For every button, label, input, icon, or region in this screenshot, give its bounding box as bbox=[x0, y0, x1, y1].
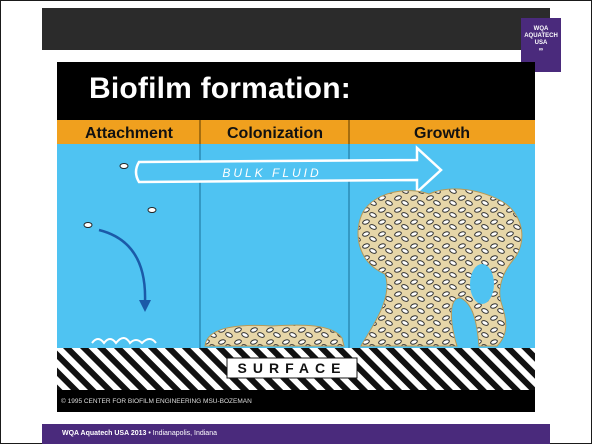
footer-bar: WQA Aquatech USA 2013 • Indianapolis, In… bbox=[42, 424, 550, 444]
cell bbox=[120, 164, 128, 169]
colonization-biofilm bbox=[205, 325, 344, 346]
logo-line3: USA bbox=[521, 40, 561, 47]
stage-label-growth: Growth bbox=[414, 125, 470, 142]
biofilm-diagram: Biofilm formation: Attachment Colonizati… bbox=[57, 62, 535, 412]
biofilm-illustration: Attachment Colonization Growth BULK FLUI… bbox=[57, 62, 535, 412]
stage-label-colonization: Colonization bbox=[227, 125, 323, 142]
biofilm-channel bbox=[470, 264, 494, 304]
surface-label: SURFACE bbox=[238, 360, 347, 376]
stage-label-attachment: Attachment bbox=[85, 125, 174, 142]
copyright-text: © 1995 CENTER FOR BIOFILM ENGINEERING MS… bbox=[61, 397, 252, 405]
footer-location: Indianapolis, Indiana bbox=[151, 430, 217, 437]
cell bbox=[148, 208, 156, 213]
logo-mark: ∞ bbox=[521, 47, 561, 54]
top-bar bbox=[42, 8, 550, 50]
cell bbox=[84, 223, 92, 228]
logo-line2: AQUATECH bbox=[521, 33, 561, 40]
growth-biofilm bbox=[358, 189, 522, 346]
logo-line1: WQA bbox=[521, 26, 561, 33]
bulk-fluid-label: BULK FLUID bbox=[222, 166, 321, 180]
footer-event: WQA Aquatech USA 2013 • bbox=[62, 430, 151, 437]
